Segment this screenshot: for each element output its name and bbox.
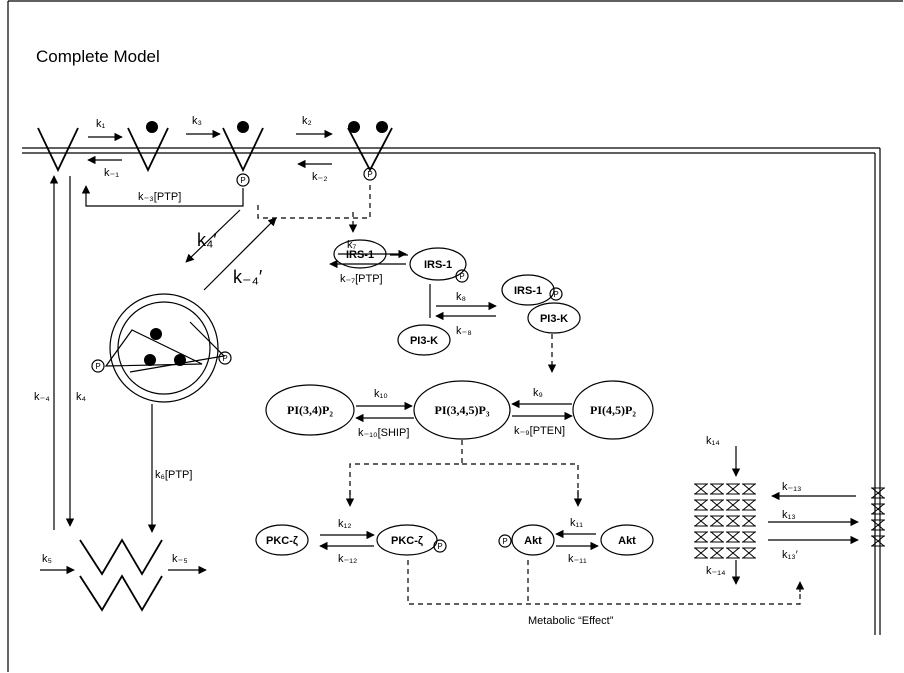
label-k5: k₅ <box>42 553 52 565</box>
dashed-pip3-branches <box>350 440 578 500</box>
label-k4prime: k₄′ <box>197 230 217 250</box>
label-pkc-phospho: PKC-ζ <box>391 535 423 547</box>
label-k-4prime: k₋₄′ <box>233 267 263 287</box>
label-k-7-ptp: k₋₇[PTP] <box>340 273 383 285</box>
label-k-2: k₋₂ <box>312 171 328 183</box>
label-k3: k₃ <box>192 115 202 127</box>
label-k-9-pten: k₋₉[PTEN] <box>514 425 565 437</box>
receptor-single-bound <box>128 121 168 170</box>
receptor-unbound <box>38 128 78 170</box>
endosome: P P <box>92 294 231 402</box>
label-pkc: PKC-ζ <box>266 535 298 547</box>
label-pi45p2: PI(4,5)P₂ <box>590 403 636 417</box>
label-k-10-ship: k₋₁₀[SHIP] <box>358 427 409 439</box>
label-pi34p2: PI(3,4)P₂ <box>287 403 333 417</box>
label-k10: k₁₀ <box>374 388 388 400</box>
label-pi3k-free: PI3-K <box>410 335 438 347</box>
phospho-mark: P <box>240 176 245 185</box>
label-k-3-ptp: k₋₃[PTP] <box>138 191 181 203</box>
phospho-mark: P <box>95 362 100 371</box>
label-pi3k-bound: PI3-K <box>540 313 568 325</box>
label-k1: k₁ <box>96 118 106 130</box>
label-k7: k₇ <box>347 239 357 251</box>
metabolic-effect-label: Metabolic “Effect” <box>528 615 614 627</box>
phospho-mark: P <box>553 290 558 299</box>
dashed-metabolic-effect <box>408 560 800 604</box>
label-k-13: k₋₁₃ <box>782 481 802 493</box>
label-k-11: k₋₁₁ <box>568 553 587 565</box>
figure-title: Complete Model <box>36 47 160 66</box>
label-k4: k₄ <box>76 391 87 403</box>
label-k-5: k₋₅ <box>172 553 188 565</box>
label-k-14: k₋₁₄ <box>706 565 726 577</box>
phospho-mark: P <box>437 542 442 551</box>
label-k11: k₁₁ <box>570 517 583 529</box>
phospho-mark: P <box>459 272 464 281</box>
label-k-8: k₋₈ <box>456 325 472 337</box>
receptor-double-bound-phosphorylated: P <box>348 121 392 180</box>
intracellular-receptor-pool <box>80 540 162 610</box>
label-pi345p3: PI(3,4,5)P₃ <box>435 403 490 417</box>
label-irs1-p-complex: IRS-1 <box>514 285 542 297</box>
label-k2: k₂ <box>302 115 312 127</box>
phospho-mark: P <box>367 170 372 179</box>
label-k-1: k₋₁ <box>104 167 119 179</box>
label-irs1-phospho: IRS-1 <box>424 259 452 271</box>
label-k13: k₁₃ <box>782 509 796 521</box>
label-akt: Akt <box>618 535 636 547</box>
phospho-mark: P <box>222 354 227 363</box>
label-k14: k₁₄ <box>706 435 720 447</box>
phospho-mark: P <box>502 537 507 546</box>
label-k8: k₈ <box>456 291 466 303</box>
label-k9: k₉ <box>533 387 543 399</box>
label-k6-ptp: k₆[PTP] <box>155 469 192 481</box>
label-k13prime: k₁₃′ <box>782 549 798 561</box>
glut4-membrane <box>871 488 885 546</box>
glut4-storage-pool <box>694 484 756 558</box>
label-akt-phospho: Akt <box>524 535 542 547</box>
label-k-4: k₋₄ <box>34 391 50 403</box>
label-k12: k₁₂ <box>338 518 351 530</box>
label-k-12: k₋₁₂ <box>338 553 357 565</box>
